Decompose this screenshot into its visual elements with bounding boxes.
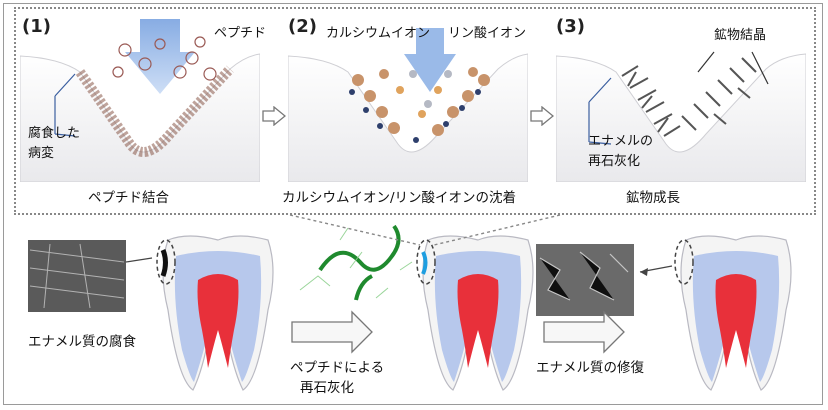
tooth-carious xyxy=(162,235,274,391)
label-enamel-repair: エナメル質の修復 xyxy=(536,360,644,376)
label-lesion-line2: 病変 xyxy=(28,146,55,161)
caption-step-3: 鉱物成長 xyxy=(626,190,680,206)
panel-1-illustration xyxy=(20,14,260,182)
panel-ion-deposition: (2) カルシウムイオン リン酸イオン xyxy=(288,14,528,182)
tooth-repaired xyxy=(680,235,792,391)
label-peptide-remin-line1: ペプチドによる xyxy=(290,360,385,376)
panel-mineral-growth: (3) 鉱物結晶 エナメルの 再石灰化 xyxy=(556,14,806,182)
label-remin-line2: 再石灰化 xyxy=(588,154,641,169)
label-lesion-line1: 腐食した xyxy=(28,126,81,141)
pointer-line-1 xyxy=(125,257,153,263)
tooth-peptide-treated xyxy=(422,235,534,391)
mechanism-box xyxy=(14,7,816,215)
micrograph-repair xyxy=(536,244,634,316)
label-phosphate-ion: リン酸イオン xyxy=(448,26,527,41)
label-mineral-crystal: 鉱物結晶 xyxy=(714,28,767,43)
arrow-peptide-remin xyxy=(291,310,373,354)
arrow-repair xyxy=(543,310,625,354)
figure-frame xyxy=(3,3,823,405)
panel-peptide-binding: (1) ペプチド 腐食した 病変 xyxy=(20,14,266,182)
label-peptide: ペプチド xyxy=(214,26,267,41)
zoom-line-left xyxy=(289,214,421,246)
label-enamel-caries: エナメル質の腐食 xyxy=(28,334,136,350)
peptide-applied-mark xyxy=(421,251,428,275)
process-arrow-2 xyxy=(530,106,554,126)
caption-step-1: ペプチド結合 xyxy=(88,190,169,206)
lesion-circle-2 xyxy=(416,239,436,285)
step-number-2: (2) xyxy=(288,16,317,37)
peptide-structure xyxy=(299,224,413,301)
lesion-circle-1 xyxy=(156,239,176,285)
micrograph-caries xyxy=(28,240,126,312)
label-calcium-ion: カルシウムイオン xyxy=(326,26,431,41)
step-number-1: (1) xyxy=(22,16,51,37)
step-number-3: (3) xyxy=(556,16,585,37)
caption-step-2: カルシウムイオン/リン酸イオンの沈着 xyxy=(282,190,517,206)
lesion-mark xyxy=(160,249,168,277)
label-remin-line1: エナメルの xyxy=(588,134,654,149)
process-arrow-1 xyxy=(262,106,286,126)
panel-2-illustration xyxy=(288,14,528,182)
label-peptide-remin-line2: 再石灰化 xyxy=(300,380,354,396)
lesion-circle-3 xyxy=(674,239,694,285)
panel-3-illustration xyxy=(556,14,806,182)
